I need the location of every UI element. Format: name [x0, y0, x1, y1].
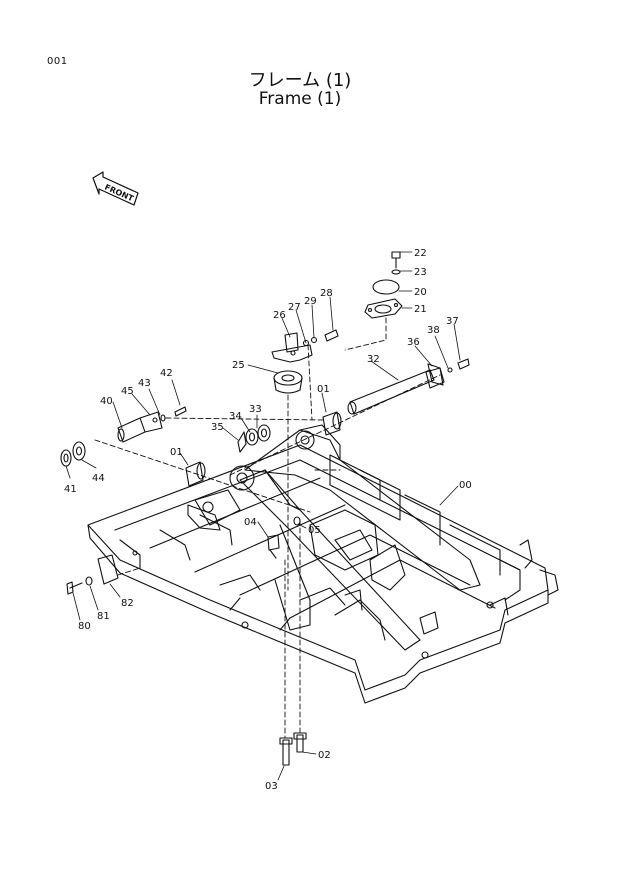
- plug-05: [293, 516, 301, 526]
- callout-01-upper: 01: [317, 384, 330, 395]
- callout-00: 00: [459, 480, 472, 491]
- assembly-lines: [94, 317, 441, 739]
- callout-labels: 22 23 20 21 28 27 29 26 37 38 36 32 25 4…: [64, 248, 472, 792]
- title-english: Frame (1): [258, 89, 342, 109]
- callout-43: 43: [138, 378, 151, 389]
- callout-36: 36: [407, 337, 420, 348]
- callout-20: 20: [414, 287, 427, 298]
- washers-41-44: [60, 441, 86, 467]
- callout-23: 23: [414, 267, 427, 278]
- callout-03: 03: [265, 781, 278, 792]
- bushing-01-upper: [322, 411, 342, 436]
- callout-41: 41: [64, 484, 77, 495]
- callout-29: 29: [304, 296, 317, 307]
- callout-22: 22: [414, 248, 427, 259]
- callout-44: 44: [92, 473, 105, 484]
- callout-02: 02: [318, 750, 331, 761]
- callout-34: 34: [229, 411, 242, 422]
- bolts-27-28-29: [302, 329, 339, 347]
- callout-21: 21: [414, 304, 427, 315]
- callout-35: 35: [211, 422, 224, 433]
- pin-40-assembly: [117, 406, 187, 443]
- leader-lines: [65, 251, 461, 781]
- shims-33-34-35: [237, 424, 271, 453]
- callout-81: 81: [97, 611, 110, 622]
- callout-45: 45: [121, 386, 134, 397]
- callout-33: 33: [249, 404, 262, 415]
- callout-37: 37: [446, 316, 459, 327]
- callout-82: 82: [121, 598, 134, 609]
- cap-25: [273, 370, 303, 394]
- bolts-02-03: [279, 732, 307, 766]
- pin-32: [347, 367, 445, 415]
- plate-36-bolts: [427, 358, 470, 386]
- cover-plate-20-21: [364, 279, 403, 319]
- callout-28: 28: [320, 288, 333, 299]
- callout-27: 27: [288, 302, 301, 313]
- bushing-01-lower: [185, 461, 206, 487]
- callout-01-lower: 01: [170, 447, 183, 458]
- front-arrow-icon: FRONT: [92, 171, 139, 206]
- callout-32: 32: [367, 354, 380, 365]
- callout-04: 04: [244, 517, 257, 528]
- bracket-82-bolts: [66, 554, 119, 595]
- callout-80: 80: [78, 621, 91, 632]
- callout-05: 05: [308, 525, 321, 536]
- callout-38: 38: [427, 325, 440, 336]
- title-japanese: フレーム (1): [248, 70, 352, 91]
- callout-40: 40: [100, 396, 113, 407]
- main-frame: [87, 444, 559, 704]
- callout-26: 26: [273, 310, 286, 321]
- grease-fitting-04: [267, 534, 280, 559]
- bracket-26: [271, 332, 313, 363]
- page-number: 001: [47, 56, 68, 67]
- callout-25: 25: [232, 360, 245, 371]
- bolt-22-23: [391, 251, 401, 275]
- callout-42: 42: [160, 368, 173, 379]
